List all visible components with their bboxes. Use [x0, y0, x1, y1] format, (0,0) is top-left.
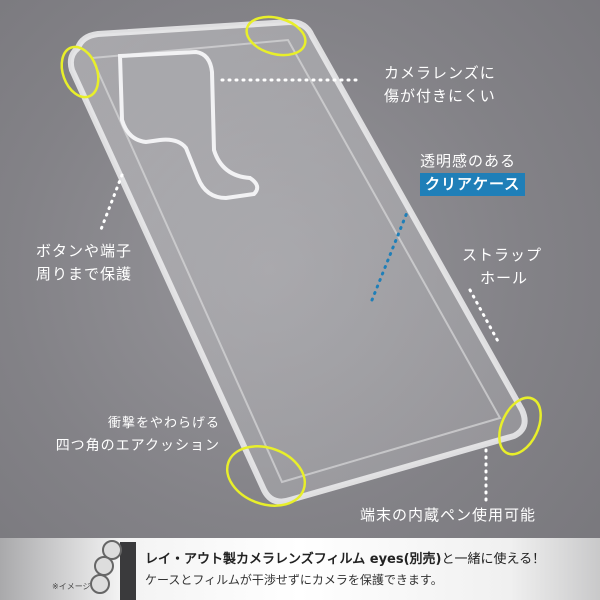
footer-banner: ※イメージ レイ・アウト製カメラレンズフィルム eyes(別売)と一緒に使える！… — [0, 538, 600, 600]
camera-cutout — [117, 49, 260, 201]
callout-text: 衝撃をやわらげる — [107, 416, 220, 431]
callout-text: カメラレンズに — [384, 64, 496, 82]
ring-top-right-corner — [245, 15, 307, 57]
callout-text: ボタンや端子 — [36, 242, 133, 260]
case-inner-edge — [90, 38, 502, 484]
clear-case-badge: クリアケース — [420, 173, 526, 196]
image-note: ※イメージ — [52, 582, 91, 591]
callout-camera: カメラレンズに 傷が付きにくい — [384, 62, 496, 108]
callout-text: 傷が付きにくい — [384, 87, 496, 105]
callout-buttons: ボタンや端子 周りまで保護 — [36, 240, 132, 286]
callout-pen: 端末の内蔵ペン使用可能 — [360, 506, 537, 524]
highlight-rings — [60, 15, 542, 507]
ring-top-left-corner — [60, 45, 100, 99]
footer-headline-tail: と一緒に使える！ — [441, 552, 546, 567]
pointer-dots — [98, 78, 502, 502]
callout-text: 四つ角のエアクッション — [55, 438, 220, 454]
callout-strap-hole: ストラップ ホール — [462, 244, 542, 290]
callout-text: 周りまで保護 — [36, 265, 133, 283]
lens-film-image — [90, 540, 136, 600]
product-stage: カメラレンズに 傷が付きにくい 透明感のある クリアケース ボタンや端子 周りま… — [30, 15, 542, 524]
callout-clear-case: 透明感のある クリアケース — [420, 150, 526, 196]
footer-headline-main: レイ・アウト製カメラレンズフィルム eyes(別売) — [145, 552, 442, 567]
clear-case-illustration — [60, 15, 542, 507]
ring-bottom-left-corner — [225, 445, 307, 507]
footer-headline: レイ・アウト製カメラレンズフィルム eyes(別売)と一緒に使える！ — [145, 548, 545, 567]
callout-text: ホール — [480, 269, 529, 287]
footer-subline: ケースとフィルムが干渉せずにカメラを保護できます。 — [145, 573, 443, 587]
ring-bottom-right-corner — [498, 396, 542, 456]
callout-corners: 衝撃をやわらげる 四つ角のエアクッション — [30, 412, 220, 458]
callout-text: 透明感のある — [420, 152, 517, 170]
callout-text: ストラップ — [462, 246, 543, 264]
